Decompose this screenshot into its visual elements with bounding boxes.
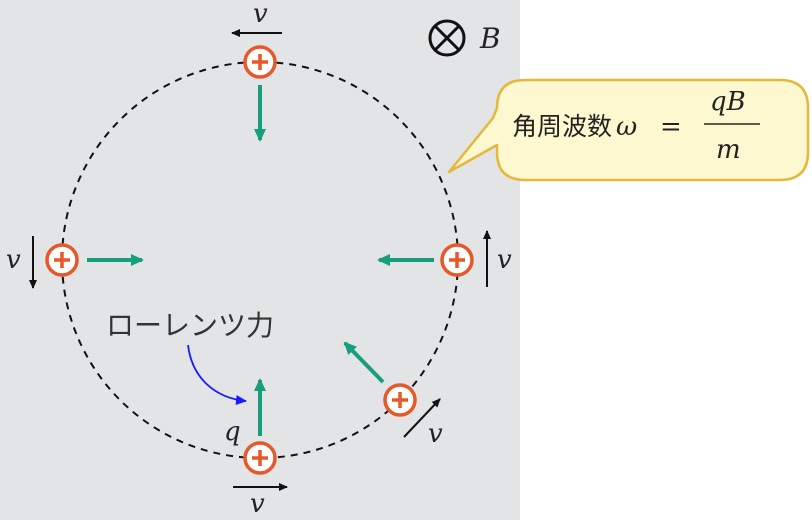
velocity-label-bottom: v — [250, 489, 265, 519]
velocity-label-top: v — [253, 0, 268, 29]
field-label: B — [479, 22, 501, 55]
charge-label: q — [224, 417, 241, 447]
omega-symbol: ω — [616, 112, 637, 142]
positive-charge-icon — [243, 45, 277, 79]
equals-sign: = — [660, 112, 682, 142]
field-into-page-icon — [428, 19, 466, 57]
force-arrow-lower-right — [343, 341, 385, 384]
velocity-label-lower-right: v — [428, 419, 443, 449]
formula-denominator: m — [716, 135, 741, 165]
callout-text: 角周波数 — [512, 112, 612, 141]
angular-frequency-callout — [447, 78, 810, 182]
lorentz-force-label: ローレンツ力 — [106, 309, 274, 342]
positive-charge-icon — [440, 243, 474, 277]
positive-charge-icon — [243, 441, 277, 475]
velocity-arrow-lower-right — [403, 398, 441, 438]
velocity-label-right: v — [497, 245, 512, 275]
velocity-label-left: v — [6, 245, 21, 275]
formula-numerator: qB — [710, 87, 746, 117]
lorentz-pointer-arrow — [187, 344, 247, 406]
positive-charge-icon — [45, 243, 79, 277]
positive-charge-icon — [383, 383, 417, 417]
